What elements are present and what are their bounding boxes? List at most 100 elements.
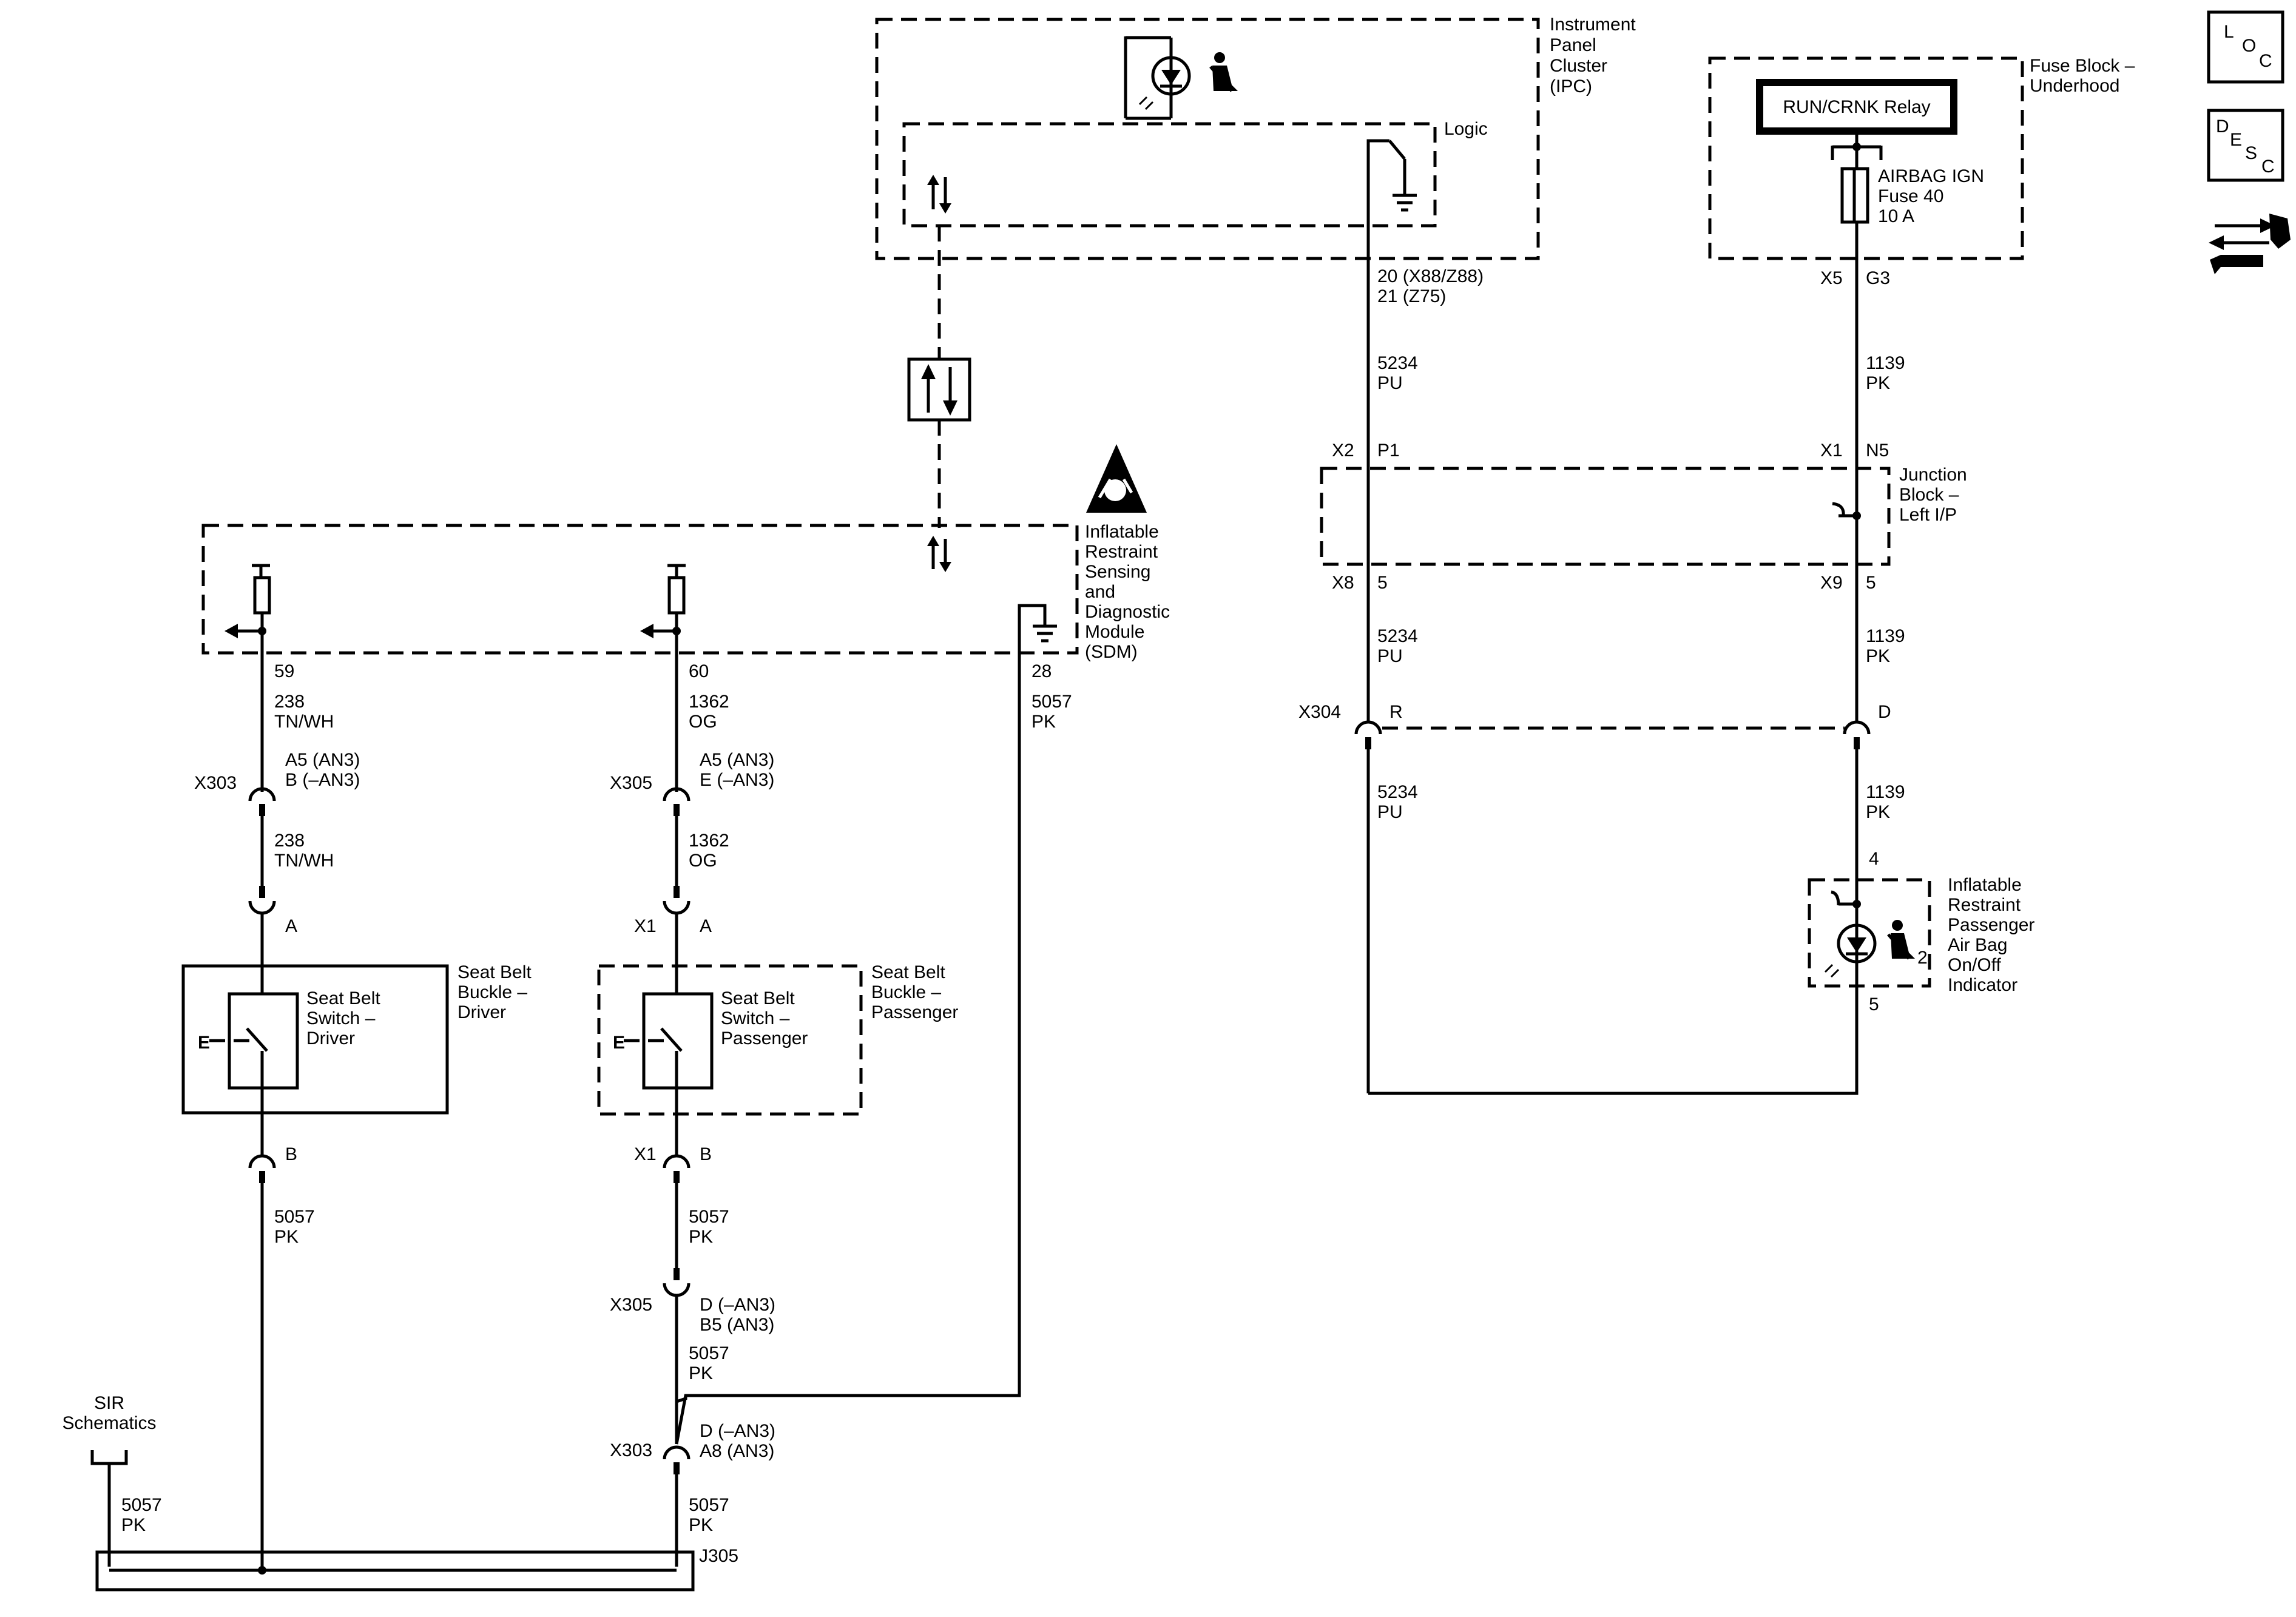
splice-j305: J305 — [95, 1546, 738, 1592]
sdm-pin-59: 59 — [274, 661, 294, 681]
svg-text:A5 (AN3): A5 (AN3) — [700, 750, 774, 770]
connector-x303-lower — [663, 1445, 690, 1474]
svg-text:X303: X303 — [194, 773, 237, 793]
connector-x303-driver — [248, 787, 276, 816]
svg-text:2: 2 — [1917, 948, 1928, 968]
fuse-pin-g3: G3 — [1866, 268, 1890, 288]
svg-text:B: B — [285, 1144, 297, 1164]
sdm-data-arrows-icon — [927, 536, 951, 572]
svg-text:A: A — [285, 916, 297, 936]
svg-text:B5 (AN3): B5 (AN3) — [700, 1315, 774, 1335]
fuse-conn-x5: X5 — [1820, 268, 1843, 288]
sdm-ground-symbol — [1018, 604, 1057, 652]
connector-x305-lower — [663, 1268, 690, 1297]
svg-text:Fuse Block –Underhood: Fuse Block –Underhood — [2030, 56, 2135, 96]
svg-text:A: A — [700, 916, 712, 936]
connector-passenger-buckle-a — [663, 886, 690, 915]
svg-text:E: E — [2230, 130, 2242, 150]
svg-text:X1: X1 — [634, 916, 657, 936]
svg-text:D (–AN3): D (–AN3) — [700, 1295, 775, 1315]
seatbelt-warning-lamp-icon — [1124, 36, 1238, 120]
ipc-logic-label: Logic — [1444, 119, 1488, 139]
svg-text:X2: X2 — [1332, 441, 1354, 461]
svg-text:X1: X1 — [634, 1144, 657, 1164]
svg-text:B (–AN3): B (–AN3) — [285, 770, 360, 790]
svg-text:R: R — [1389, 702, 1403, 722]
ipc-logic-switch-icon — [1366, 139, 1417, 261]
svg-text:X9: X9 — [1820, 573, 1843, 593]
svg-text:L: L — [2224, 22, 2234, 42]
svg-text:X304: X304 — [1298, 702, 1341, 722]
svg-text:D: D — [1878, 702, 1891, 722]
sdm-driver-input — [225, 564, 271, 638]
svg-text:E: E — [613, 1033, 625, 1053]
svg-text:5: 5 — [1866, 573, 1876, 593]
svg-text:X303: X303 — [610, 1440, 652, 1460]
connector-x304 — [1354, 720, 1871, 749]
svg-text:X305: X305 — [610, 773, 652, 793]
connector-driver-buckle-a — [248, 886, 276, 915]
connector-x305-passenger — [663, 787, 690, 816]
ipc-pin-21: 21 (Z75) — [1377, 286, 1446, 306]
desc-icon[interactable]: D E S C — [2207, 109, 2284, 182]
esd-warning-icon — [1086, 444, 1147, 513]
svg-text:X8: X8 — [1332, 573, 1354, 593]
sdm-passenger-input — [640, 564, 686, 638]
svg-text:B: B — [700, 1144, 712, 1164]
svg-text:X305: X305 — [610, 1295, 652, 1315]
sdm-pin-60: 60 — [689, 661, 709, 681]
svg-text:A5 (AN3): A5 (AN3) — [285, 750, 360, 770]
run-crnk-relay: RUN/CRNK Relay — [1756, 79, 1957, 160]
ipc-pin-20: 20 (X88/Z88) — [1377, 266, 1484, 286]
loc-icon[interactable]: L O C — [2207, 10, 2284, 84]
connector-passenger-buckle-b — [663, 1154, 690, 1183]
serial-data-link — [907, 226, 971, 528]
svg-text:E (–AN3): E (–AN3) — [700, 770, 774, 790]
svg-text:E: E — [198, 1033, 210, 1053]
svg-text:S: S — [2245, 143, 2257, 163]
svg-text:D: D — [2216, 116, 2229, 137]
svg-text:5: 5 — [1869, 994, 1879, 1014]
svg-text:O: O — [2242, 36, 2256, 56]
wire-5057-sdm-ground — [675, 652, 1021, 1445]
wire-indicator-return — [1368, 986, 1859, 1095]
ipc-data-arrows-icon — [927, 175, 951, 214]
svg-text:5: 5 — [1377, 573, 1388, 593]
sdm-pin-28: 28 — [1032, 661, 1052, 681]
svg-text:A8 (AN3): A8 (AN3) — [700, 1441, 774, 1461]
wire-5057-pass-b — [675, 1295, 687, 1404]
svg-text:X1: X1 — [1820, 441, 1843, 461]
svg-text:4: 4 — [1869, 849, 1879, 869]
diagnostic-connector-icon[interactable] — [2209, 214, 2291, 274]
